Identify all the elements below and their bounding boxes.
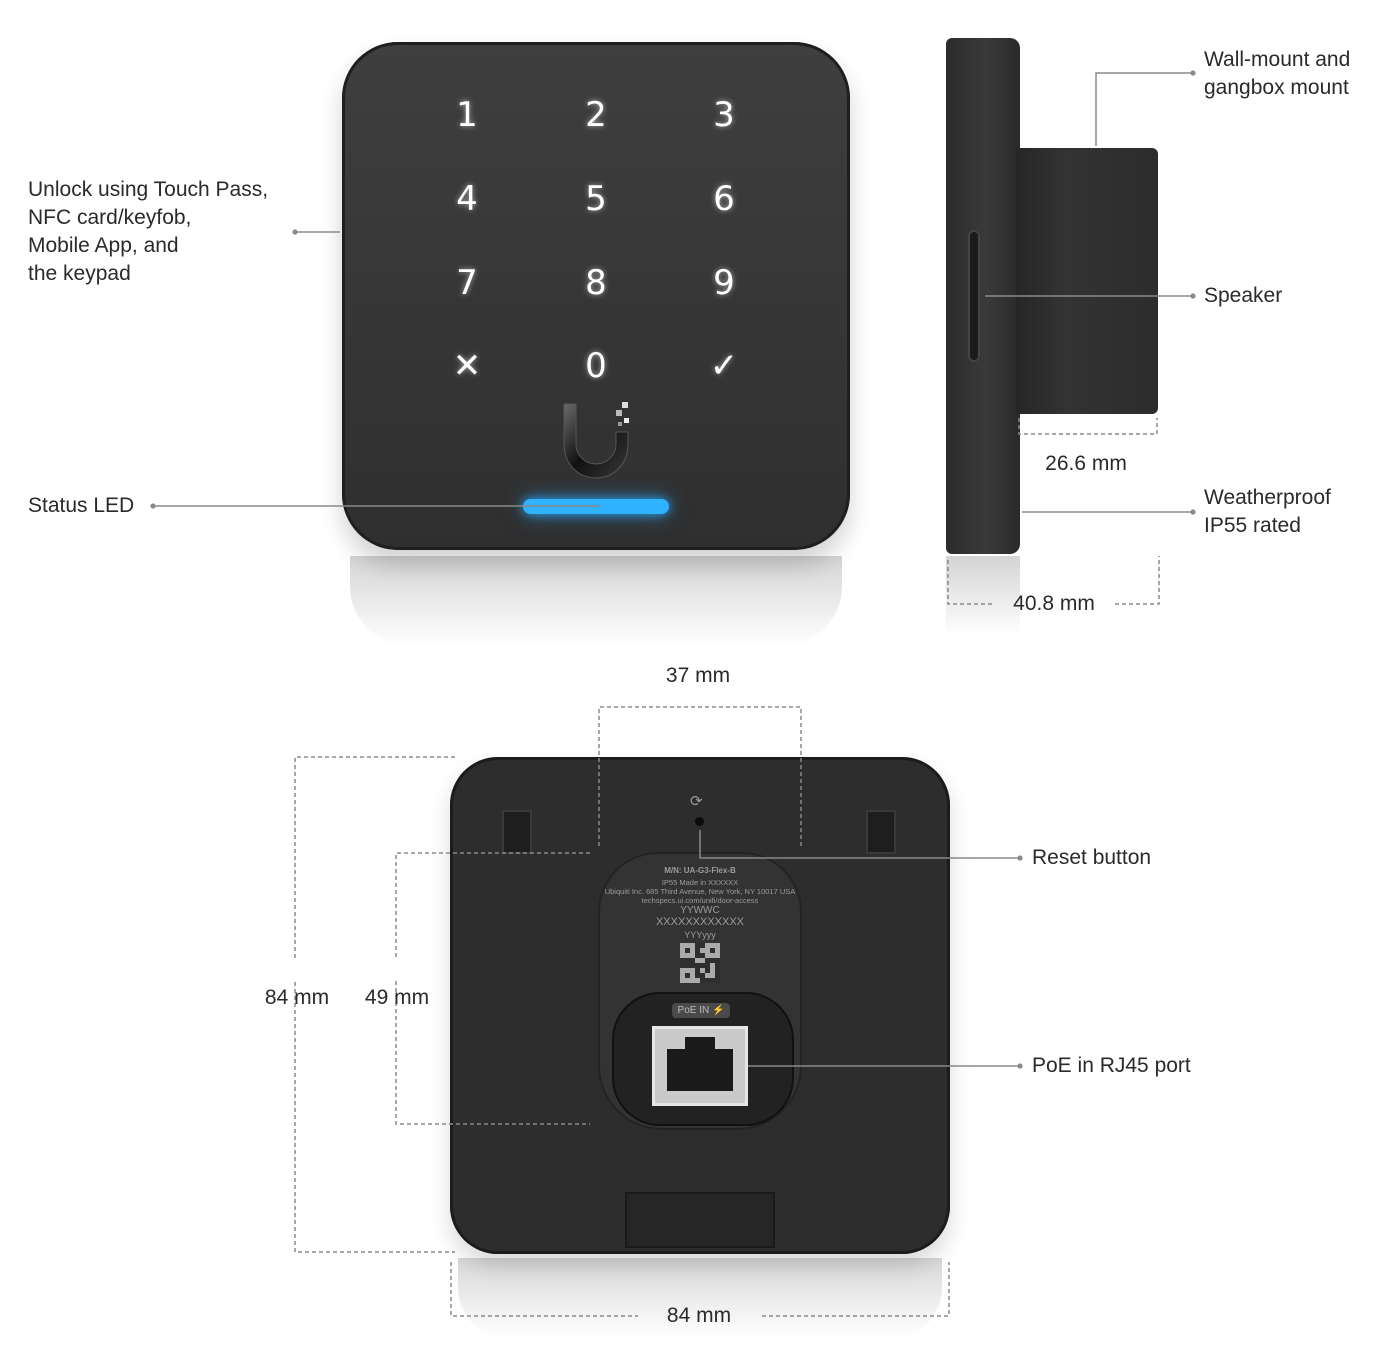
product-label-serial: XXXXXXXXXXXX: [655, 916, 745, 928]
callout-reset-button: Reset button: [1032, 846, 1152, 869]
device-side-body: [1016, 148, 1158, 414]
callout-weatherproof-line2: IP55 rated: [1204, 514, 1301, 537]
mount-slot-right: [866, 810, 896, 854]
dimension-total-depth: 40.8 mm: [1013, 592, 1095, 615]
keypad-key: 4: [456, 179, 478, 219]
speaker-grille: [968, 230, 980, 362]
rj45-port: [652, 1026, 748, 1106]
keypad-key: 2: [585, 95, 607, 135]
dimension-hole-spacing: 37 mm: [665, 664, 731, 687]
product-label-address: Ubiquiti Inc. 685 Third Avenue, New York…: [604, 887, 796, 896]
product-label-date-code: YYWWC: [680, 905, 720, 916]
callout-unlock-line1: Unlock using Touch Pass,: [28, 178, 269, 201]
callout-poe-port: PoE in RJ45 port: [1032, 1054, 1191, 1077]
reset-button-hole: [695, 817, 704, 826]
bottom-notch: [625, 1192, 775, 1248]
dimension-total-width: 84 mm: [666, 1304, 732, 1327]
front-reflection: [350, 556, 842, 646]
dimension-total-height: 84 mm: [264, 986, 330, 1009]
callout-weatherproof-line1: Weatherproof: [1204, 486, 1331, 509]
keypad-key: 6: [713, 179, 735, 219]
keypad-key: 5: [585, 179, 607, 219]
callout-speaker: Speaker: [1204, 284, 1283, 307]
back-reflection: [458, 1258, 942, 1338]
callout-wall-mount-line1: Wall-mount and: [1204, 48, 1351, 71]
poe-in-tag: PoE IN ⚡: [672, 1003, 730, 1018]
product-label-code2: YYYyyy: [684, 930, 716, 940]
keypad-key: 7: [456, 263, 478, 303]
keypad-key: ✓: [709, 346, 739, 386]
keypad-key: 8: [585, 263, 607, 303]
dimension-pod-height: 49 mm: [364, 986, 430, 1009]
callout-unlock-line2: NFC card/keyfob,: [28, 206, 192, 229]
callout-wall-mount-line2: gangbox mount: [1204, 76, 1349, 99]
callout-status-led: Status LED: [28, 494, 135, 517]
callout-unlock-line3: Mobile App, and: [28, 234, 179, 257]
product-label-model: M/N: UA-G3-Flex-B: [664, 866, 736, 875]
keypad-key: 9: [713, 263, 735, 303]
product-label-rating: IP55 Made in XXXXXX: [661, 878, 739, 887]
qr-code-icon: [680, 943, 720, 983]
unifi-logo-icon: [563, 402, 629, 479]
side-reflection: [946, 556, 1020, 636]
callout-unlock-line4: the keypad: [28, 262, 131, 285]
mount-slot-left: [502, 810, 532, 854]
keypad-key: 0: [585, 346, 607, 386]
keypad-key: 1: [456, 95, 478, 135]
keypad-key: 3: [713, 95, 735, 135]
keypad-key: ✕: [452, 346, 482, 386]
product-label-url: techspecs.ui.com/unifi/door-access: [641, 896, 759, 905]
reset-icon: ⟳: [690, 792, 703, 810]
dimension-body-depth: 26.6 mm: [1045, 452, 1127, 475]
